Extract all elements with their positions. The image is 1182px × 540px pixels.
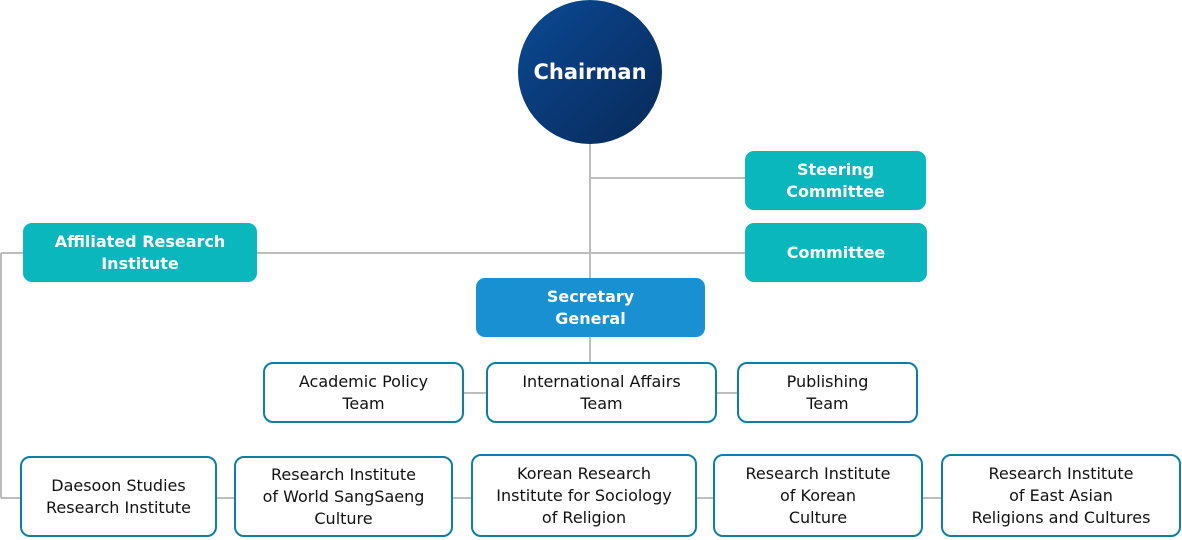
institute-sociology-of-religion: Korean Research Institute for Sociology … xyxy=(471,454,697,537)
institute-korean-culture: Research Institute of Korean Culture xyxy=(713,454,923,537)
chairman-node: Chairman xyxy=(518,0,662,144)
team-academic-policy: Academic Policy Team xyxy=(263,362,464,423)
institute-daesoon-studies: Daesoon Studies Research Institute xyxy=(20,456,217,537)
committee-node: Committee xyxy=(745,223,927,282)
institute-world-sangsaeng-culture: Research Institute of World SangSaeng Cu… xyxy=(234,456,453,537)
team-international-affairs: International Affairs Team xyxy=(486,362,717,423)
secretary-general-node: Secretary General xyxy=(476,278,705,337)
steering-committee-node: Steering Committee xyxy=(745,151,926,210)
team-publishing: Publishing Team xyxy=(737,362,918,423)
affiliated-research-institute-node: Affiliated Research Institute xyxy=(23,223,257,282)
institute-east-asian-religions: Research Institute of East Asian Religio… xyxy=(941,454,1181,537)
